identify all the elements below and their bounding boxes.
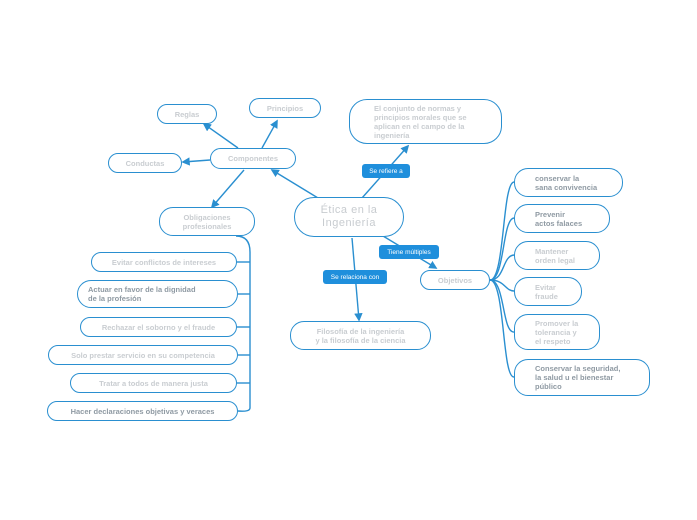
obligacion-item-6[interactable]: Hacer declaraciones objetivas y veraces [47, 401, 238, 421]
obligaciones-node[interactable]: Obligaciones profesionales [159, 207, 255, 236]
objetivo-item-4[interactable]: Evitar fraude [514, 277, 582, 306]
obligacion-item-4[interactable]: Solo prestar servicio en su competencia [48, 345, 238, 365]
link-label-se-relaciona-con: Se relaciona con [323, 270, 387, 284]
objetivo-item-6[interactable]: Conservar la seguridad, la salud u el bi… [514, 359, 650, 396]
obligacion-item-2[interactable]: Actuar en favor de la dignidad de la pro… [77, 280, 238, 308]
obligacion-item-5[interactable]: Tratar a todos de manera justa [70, 373, 237, 393]
link-label-se-refiere-a: Se refiere a [362, 164, 410, 178]
componentes-node[interactable]: Componentes [210, 148, 296, 169]
filosofia-node[interactable]: Filosofía de la ingeniería y la filosofí… [290, 321, 431, 350]
root-node[interactable]: Ética en la Ingeniería [294, 197, 404, 237]
conductas-node[interactable]: Conductas [108, 153, 182, 173]
objetivo-item-2[interactable]: Prevenir actos falaces [514, 204, 610, 233]
objetivo-item-1[interactable]: conservar la sana convivencia [514, 168, 623, 197]
obligacion-item-3[interactable]: Rechazar el soborno y el fraude [80, 317, 237, 337]
link-label-tiene-multiples: Tiene múltiples [379, 245, 439, 259]
objetivo-item-5[interactable]: Promover la tolerancia y el respeto [514, 314, 600, 350]
reglas-node[interactable]: Reglas [157, 104, 217, 124]
principios-node[interactable]: Principios [249, 98, 321, 118]
definition-node[interactable]: El conjunto de normas y principios moral… [349, 99, 502, 144]
objetivo-item-3[interactable]: Mantener orden legal [514, 241, 600, 270]
obligacion-item-1[interactable]: Evitar conflictos de intereses [91, 252, 237, 272]
objetivos-node[interactable]: Objetivos [420, 270, 490, 290]
